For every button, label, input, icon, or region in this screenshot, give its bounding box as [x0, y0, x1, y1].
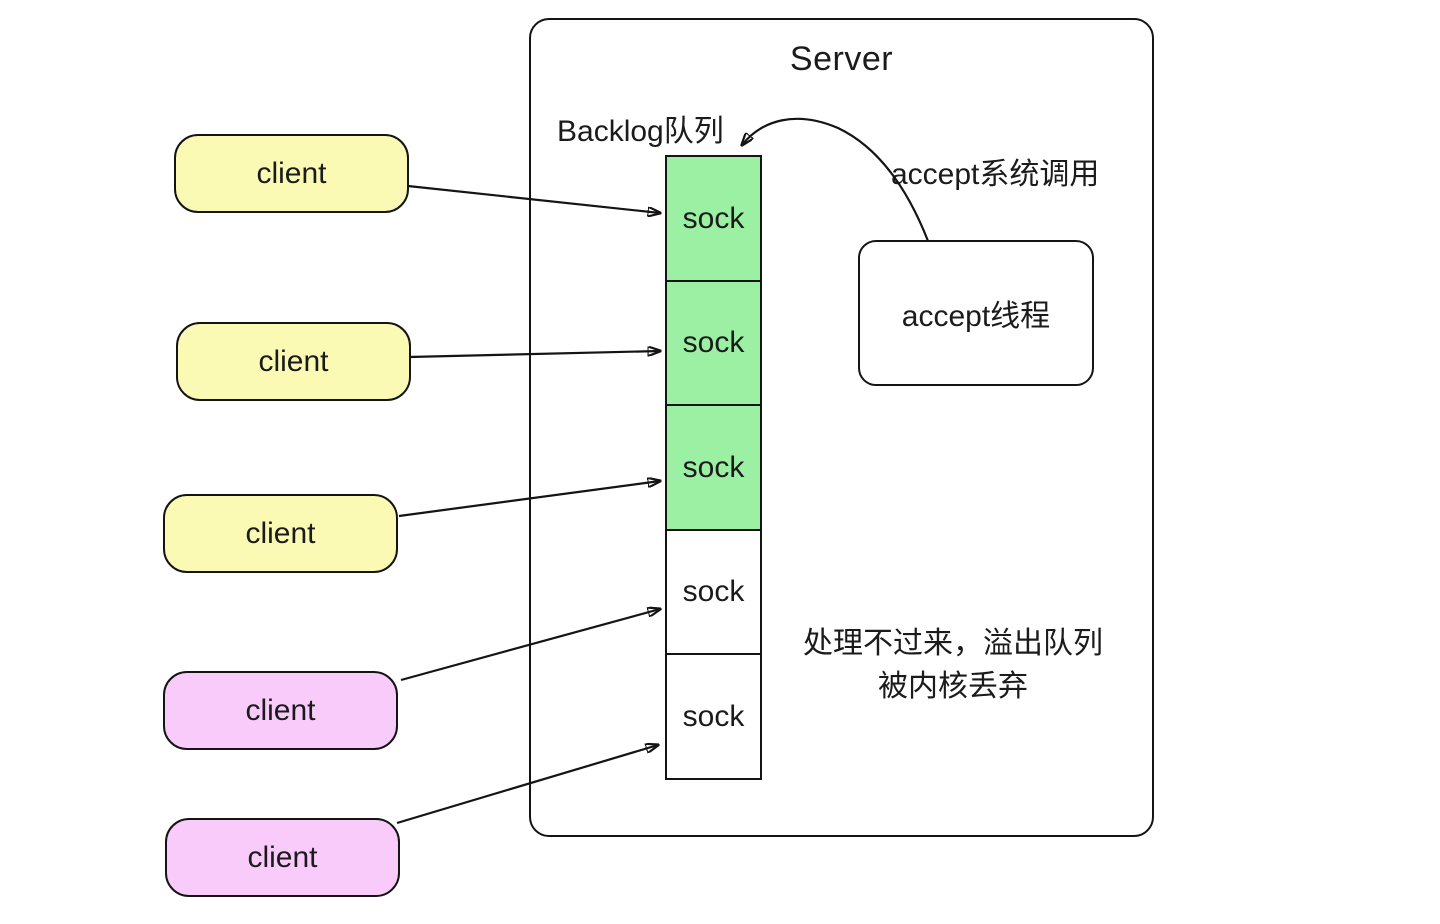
client-box-1: client [174, 134, 409, 213]
backlog-queue-label: Backlog队列 [557, 115, 724, 148]
overflow-note-line1: 处理不过来，溢出队列 [803, 627, 1103, 660]
client-box-3: client [163, 494, 398, 573]
backlog-queue-stack: sock sock sock sock sock [665, 155, 762, 780]
client-box-5: client [165, 818, 400, 897]
sock-cell-3: sock [665, 404, 762, 531]
sock-cell-4: sock [665, 528, 762, 656]
sock-cell-1: sock [665, 155, 762, 282]
client-box-2: client [176, 322, 411, 401]
sock-cell-5: sock [665, 653, 762, 780]
accept-thread-box: accept线程 [858, 240, 1094, 386]
overflow-note-line2: 被内核丢弃 [878, 670, 1028, 703]
overflow-note: 处理不过来，溢出队列 被内核丢弃 [772, 622, 1134, 708]
client-box-4: client [163, 671, 398, 750]
accept-syscall-label: accept系统调用 [891, 158, 1100, 191]
sock-cell-2: sock [665, 279, 762, 407]
server-title: Server [789, 40, 894, 78]
